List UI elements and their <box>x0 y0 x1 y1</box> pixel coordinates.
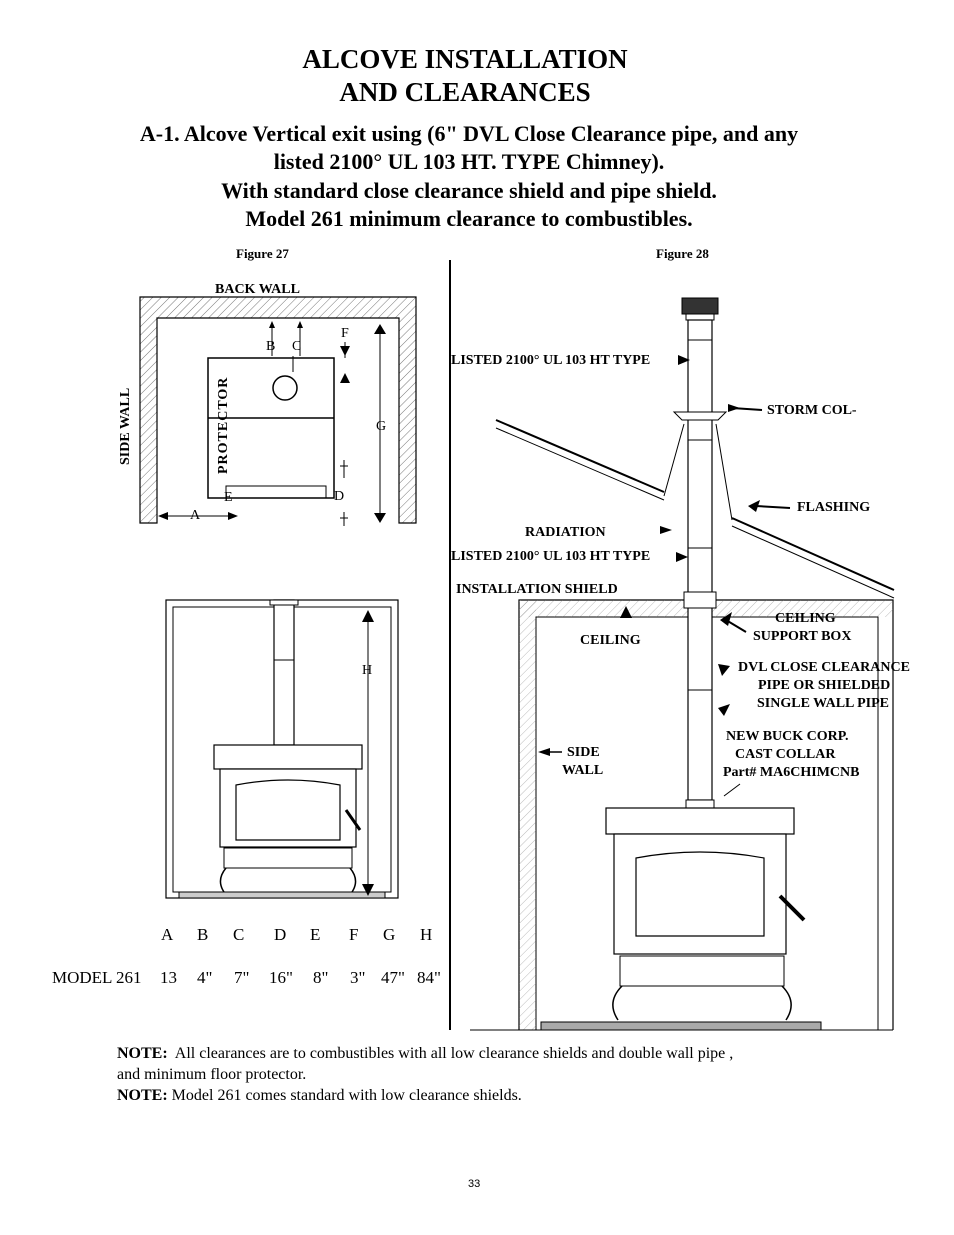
header-a: A <box>161 925 174 944</box>
dim-a: A <box>190 508 201 523</box>
subtitle-line4: Model 261 minimum clearance to combustib… <box>245 206 693 231</box>
figure27-front-view <box>165 599 399 899</box>
dim-c: C <box>292 339 302 354</box>
subtitle-line3: With standard close clearance shield and… <box>221 178 717 203</box>
back-wall-label: BACK WALL <box>215 282 300 297</box>
ceiling-support-box-label-2: SUPPORT BOX <box>753 629 852 644</box>
value-g: 47" <box>381 968 405 987</box>
page-title-line1: ALCOVE INSTALLATION <box>302 44 628 74</box>
value-b: 4" <box>197 968 213 987</box>
dim-e: E <box>224 490 233 505</box>
side-wall-label: SIDE WALL <box>118 387 133 465</box>
installation-shield-label: INSTALLATION SHIELD <box>456 582 618 597</box>
figure28-section-view <box>470 297 895 1031</box>
value-c: 7" <box>234 968 250 987</box>
header-b: B <box>197 925 209 944</box>
flashing-label: FLASHING <box>797 500 871 515</box>
note-1-text-cont: and minimum floor protector. <box>117 1066 307 1083</box>
dvl-pipe-label-2: PIPE OR SHIELDED <box>758 678 891 693</box>
value-h: 84" <box>417 968 441 987</box>
listed-chimney-top-label: LISTED 2100° UL 103 HT TYPE <box>451 353 651 368</box>
note-2: NOTE: Model 261 comes standard with low … <box>117 1085 522 1106</box>
value-a: 13 <box>160 968 177 987</box>
cast-collar-label-2: CAST COLLAR <box>735 747 836 762</box>
note-2-text: Model 261 comes standard with low cleara… <box>171 1087 522 1104</box>
header-h: H <box>420 925 433 944</box>
note-1-text: All clearances are to combustibles with … <box>174 1045 734 1062</box>
figure27-top-view <box>139 296 417 526</box>
side-wall-label-2: WALL <box>562 763 604 778</box>
value-d: 16" <box>269 968 293 987</box>
note-1-label: NOTE: <box>117 1045 168 1062</box>
dim-d: D <box>334 489 345 504</box>
header-f: F <box>349 925 359 944</box>
dvl-pipe-label-1: DVL CLOSE CLEARANCE <box>738 660 910 675</box>
ceiling-support-box-label-1: CEILING <box>775 611 836 626</box>
header-d: D <box>274 925 287 944</box>
page-number: 33 <box>468 1178 481 1190</box>
header-e: E <box>310 925 321 944</box>
note-1: NOTE: All clearances are to combustibles… <box>117 1043 733 1085</box>
cast-collar-label-1: NEW BUCK CORP. <box>726 729 849 744</box>
subtitle-line1: A-1. Alcove Vertical exit using (6" DVL … <box>139 121 799 146</box>
dvl-pipe-label-3: SINGLE WALL PIPE <box>757 696 890 711</box>
subtitle-line2: listed 2100° UL 103 HT. TYPE Chimney). <box>273 149 665 174</box>
radiation-label: RADIATION <box>525 525 606 540</box>
dim-g: G <box>376 419 387 434</box>
model-label: MODEL 261 <box>52 968 142 987</box>
ceiling-label: CEILING <box>580 633 641 648</box>
page-title-line2: AND CLEARANCES <box>339 77 591 107</box>
value-f: 3" <box>350 968 366 987</box>
listed-chimney-bottom-label: LISTED 2100° UL 103 HT TYPE <box>451 549 651 564</box>
figure28-caption: Figure 28 <box>656 246 709 261</box>
storm-collar-label: STORM COL- <box>767 403 857 418</box>
side-wall-label-1: SIDE <box>567 745 600 760</box>
dim-h: H <box>362 663 373 678</box>
value-e: 8" <box>313 968 329 987</box>
note-2-label: NOTE: <box>117 1087 168 1104</box>
figure27-caption: Figure 27 <box>236 246 289 261</box>
cast-collar-label-3: Part# MA6CHIMCNB <box>723 765 860 780</box>
protector-label: PROTECTOR <box>216 376 231 474</box>
dim-b: B <box>266 339 276 354</box>
header-c: C <box>233 925 245 944</box>
header-g: G <box>383 925 396 944</box>
dim-f: F <box>341 326 349 341</box>
